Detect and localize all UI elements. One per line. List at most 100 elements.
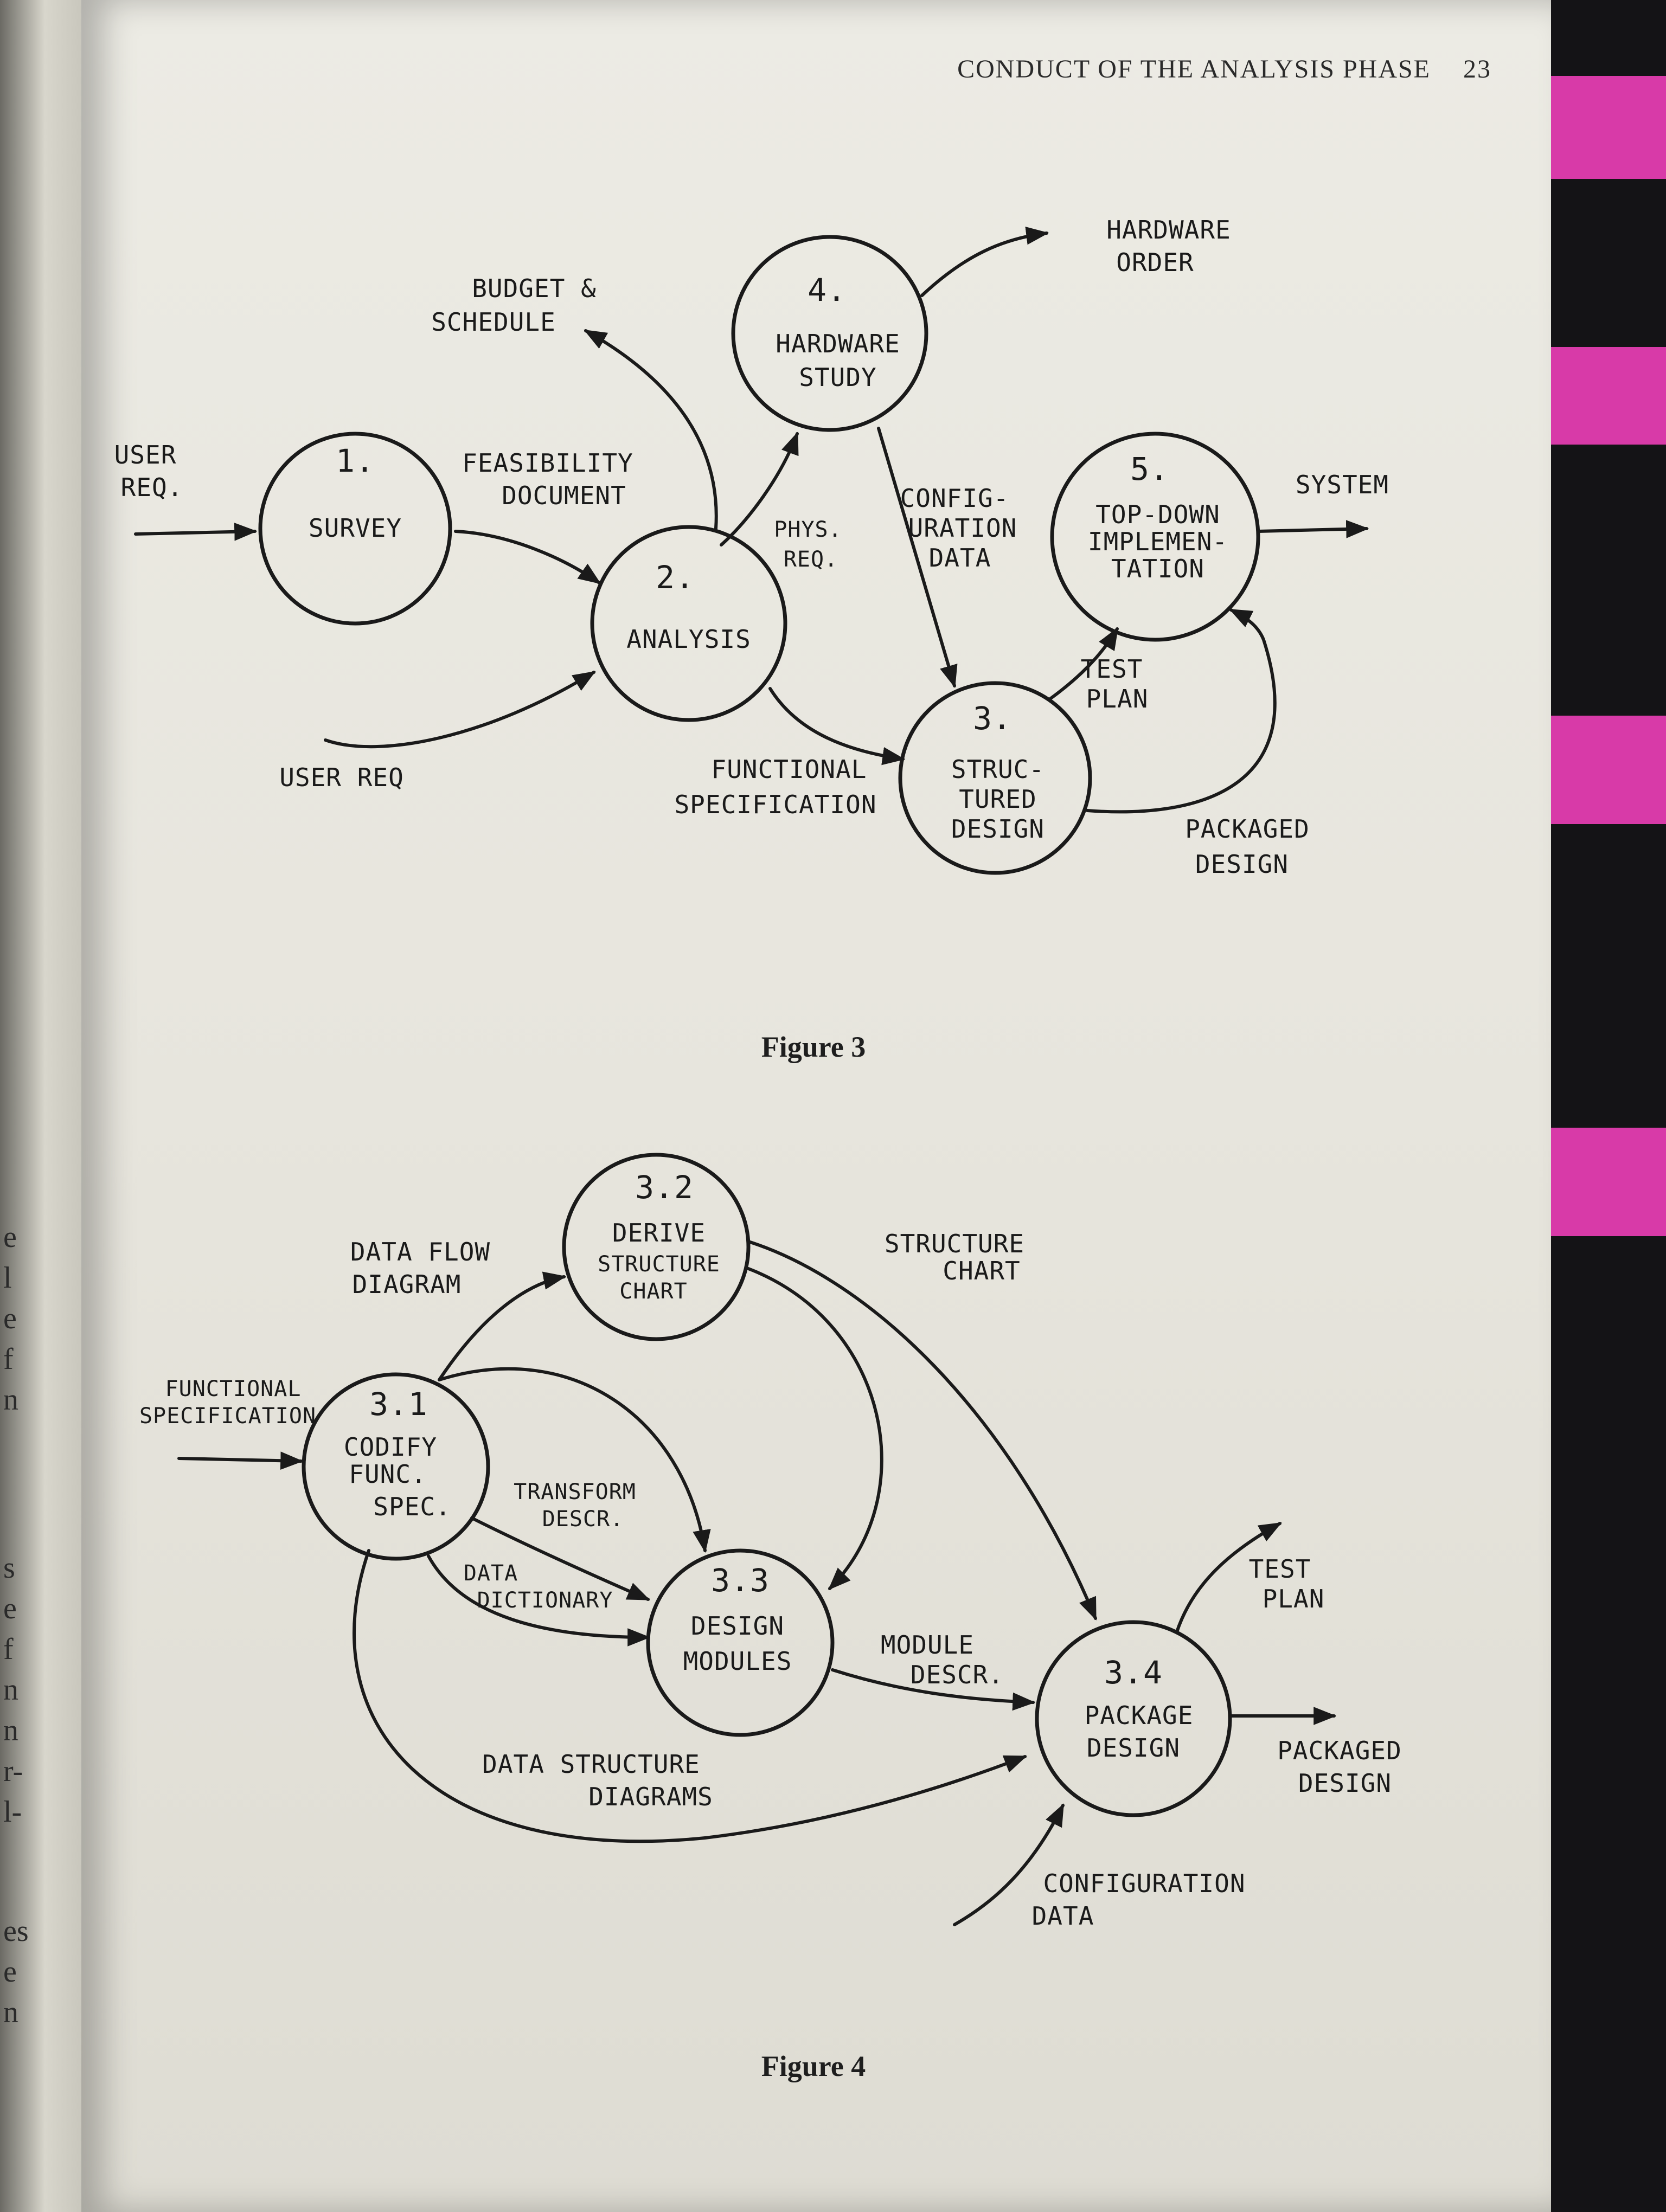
- flow-label: DATA FLOW: [350, 1237, 490, 1266]
- process-bubble-codify-func-spec: 3.1 CODIFY FUNC. SPEC.: [302, 1372, 490, 1561]
- margin-letter: l-: [3, 1795, 22, 1829]
- process-label: FUNC.: [349, 1459, 426, 1489]
- process-label: MODULES: [683, 1647, 792, 1676]
- flow-arrow-hardware-order: [920, 227, 1049, 297]
- margin-letter: n: [3, 1673, 18, 1707]
- flow-label: SPECIFICATION: [674, 790, 876, 819]
- flow-label: DATA: [929, 543, 991, 573]
- process-bubble-hardware-study: 4. HARDWARE STUDY: [731, 235, 928, 432]
- flow-label: REQ.: [784, 547, 838, 572]
- process-bubble-structured-design: 3. STRUC- TURED DESIGN: [898, 681, 1092, 875]
- process-circle: [590, 525, 787, 722]
- flow-label: PACKAGED: [1185, 814, 1310, 844]
- flow-label: DESIGN: [1298, 1769, 1392, 1798]
- flow-arrow-phys-req: [720, 432, 799, 546]
- process-circle: [731, 235, 928, 432]
- process-circle: [258, 432, 452, 626]
- margin-letter: l: [3, 1261, 12, 1295]
- flow-arrow-data-flow-to-modules: [438, 1367, 711, 1553]
- process-label: TOP-DOWN: [1095, 500, 1220, 529]
- background-pink-stripe: [1551, 76, 1666, 179]
- process-bubble-top-down-implementation: 5. TOP-DOWN IMPLEMEN- TATION: [1050, 432, 1260, 642]
- process-label: HARDWARE: [776, 329, 900, 358]
- flow-arrow-data-structure-diagrams: [353, 1549, 1027, 1843]
- margin-letter: n: [3, 1714, 18, 1747]
- background-pink-stripe: [1551, 1128, 1666, 1236]
- flow-arrow-packaged-design: [1086, 608, 1277, 814]
- margin-letter: s: [3, 1551, 15, 1585]
- flow-label: PHYS.: [774, 517, 842, 542]
- flow-label: SCHEDULE: [431, 307, 556, 337]
- flow-label: DATA: [464, 1561, 518, 1586]
- flow-label: DESCR.: [542, 1507, 624, 1532]
- flow-arrow-budget: [584, 329, 718, 530]
- process-number: 3.1: [369, 1386, 428, 1423]
- flow-arrow-data-dictionary: [427, 1554, 651, 1647]
- margin-letter: n: [3, 1996, 18, 2029]
- process-label: ANALYSIS: [626, 625, 751, 654]
- process-number: 1.: [336, 442, 375, 479]
- process-label: DESIGN: [951, 814, 1045, 844]
- flow-arrow-module-descr: [831, 1668, 1036, 1711]
- flow-arrow-config-data: [877, 427, 958, 689]
- flow-arrow-functional-spec: [768, 687, 906, 766]
- process-number: 2.: [656, 559, 695, 596]
- process-number: 3.4: [1104, 1654, 1163, 1691]
- process-circle: [898, 681, 1092, 875]
- margin-letter: e: [3, 1592, 17, 1625]
- flow-arrow-structure-chart-to-modules: [747, 1267, 883, 1590]
- process-number: 5.: [1130, 451, 1169, 487]
- process-number: 3.3: [711, 1562, 770, 1599]
- margin-letter: f: [3, 1342, 14, 1376]
- flow-label: DOCUMENT: [502, 481, 626, 510]
- flow-arrow-user-req-bottom: [324, 671, 596, 749]
- margin-letter: r-: [3, 1754, 23, 1788]
- process-circle: [302, 1372, 490, 1561]
- flow-label: USER REQ: [279, 763, 404, 792]
- process-circle: [562, 1153, 751, 1341]
- flow-label: BUDGET &: [472, 274, 597, 303]
- process-label: STUDY: [799, 363, 876, 392]
- process-number: 4.: [808, 272, 847, 308]
- process-label: DESIGN: [1087, 1733, 1180, 1763]
- figure3: 1. SURVEY 2. ANALYSIS 3. STRUC- TURED DE…: [114, 215, 1388, 879]
- flow-label: CONFIGURATION: [1043, 1869, 1245, 1898]
- process-bubble-analysis: 2. ANALYSIS: [590, 525, 787, 722]
- figure3-caption: Figure 3: [761, 1031, 866, 1063]
- flow-label: DESIGN: [1195, 850, 1289, 879]
- flow-arrow-system: [1257, 520, 1369, 538]
- process-label: TATION: [1111, 554, 1204, 583]
- flow-label: DIAGRAM: [353, 1270, 462, 1299]
- process-bubble-survey: 1. SURVEY: [258, 432, 452, 626]
- flow-arrow-user-req: [134, 523, 258, 541]
- process-bubble-design-modules: 3.3 DESIGN MODULES: [646, 1548, 835, 1737]
- flow-label: FUNCTIONAL: [712, 755, 867, 784]
- flow-label: FUNCTIONAL: [165, 1377, 302, 1401]
- flow-label: DICTIONARY: [477, 1588, 613, 1613]
- margin-letter: n: [3, 1383, 18, 1417]
- process-number: 3.2: [635, 1169, 694, 1206]
- flow-label: HARDWARE: [1106, 215, 1231, 245]
- margin-letter: f: [3, 1632, 14, 1666]
- flow-label: PLAN: [1263, 1584, 1325, 1613]
- background-pink-stripe: [1551, 716, 1666, 824]
- flow-label: TEST: [1249, 1554, 1311, 1584]
- flow-label: DATA: [1032, 1901, 1094, 1931]
- running-head-title: CONDUCT OF THE ANALYSIS PHASE: [957, 55, 1431, 83]
- flow-label: MODULE: [881, 1630, 974, 1660]
- process-label: CODIFY: [344, 1432, 437, 1462]
- flow-label: DATA STRUCTURE: [482, 1750, 700, 1779]
- flow-label: PACKAGED: [1277, 1736, 1402, 1765]
- flow-label: SPECIFICATION: [139, 1404, 316, 1429]
- process-number: 3.: [973, 700, 1012, 737]
- process-bubble-derive-structure-chart: 3.2 DERIVE STRUCTURE CHART: [562, 1153, 751, 1341]
- flow-label: PLAN: [1086, 684, 1149, 713]
- process-circle: [1050, 432, 1260, 642]
- flow-label: FEASIBILITY: [462, 448, 633, 478]
- process-label: PACKAGE: [1085, 1701, 1194, 1730]
- margin-letter: e: [3, 1220, 17, 1254]
- flow-arrow-functional-spec: [177, 1451, 304, 1470]
